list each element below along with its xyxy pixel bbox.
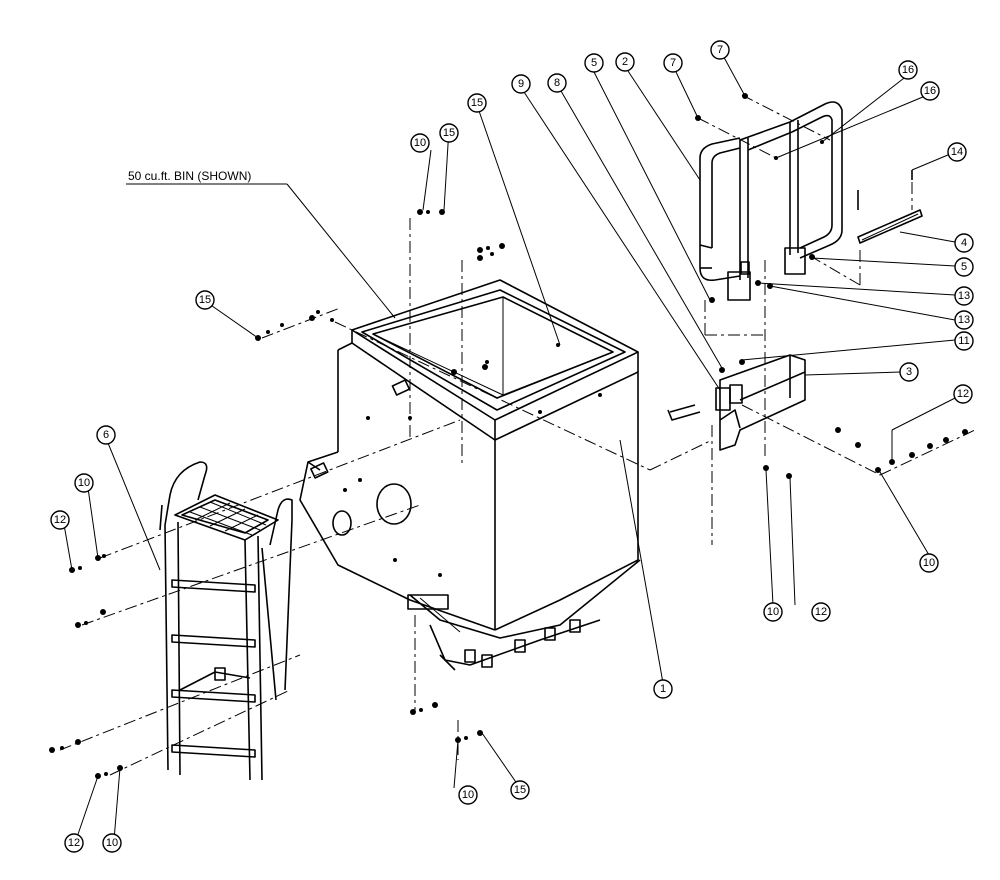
balloon-9: 9 [511, 74, 531, 94]
svg-text:10: 10 [767, 606, 779, 618]
balloon-12-right-lower: 12 [811, 602, 831, 622]
svg-text:9: 9 [518, 78, 524, 90]
svg-text:5: 5 [591, 57, 597, 69]
balloon-10-top: 10 [410, 133, 430, 153]
svg-text:15: 15 [514, 784, 526, 796]
svg-text:10: 10 [923, 557, 935, 569]
balloon-10-right-lower: 10 [763, 602, 783, 622]
svg-text:13: 13 [958, 290, 970, 302]
balloon-5a: 5 [584, 53, 604, 73]
balloon-15-bottom: 15 [510, 780, 530, 800]
svg-text:16: 16 [902, 64, 914, 76]
ladder [159, 461, 293, 781]
svg-text:14: 14 [951, 146, 963, 158]
balloon-2: 2 [615, 52, 635, 72]
balloon-7a: 7 [663, 53, 683, 73]
svg-text:4: 4 [961, 237, 967, 249]
svg-text:16: 16 [924, 85, 936, 97]
ladder-rungs [171, 579, 256, 758]
balloon-11: 11 [954, 331, 974, 351]
balloon-3: 3 [899, 362, 919, 382]
callout-balloons: 1 2 3 4 5 5 6 7 7 8 9 10 10 10 10 10 10 … [50, 40, 974, 853]
balloon-10-right: 10 [919, 553, 939, 573]
top-handrail [699, 101, 843, 301]
mount-bracket [667, 354, 806, 451]
balloon-4: 4 [954, 233, 974, 253]
svg-text:1: 1 [660, 683, 666, 695]
balloon-15-top: 15 [439, 123, 459, 143]
svg-text:12: 12 [68, 837, 80, 849]
svg-text:10: 10 [414, 137, 426, 149]
balloon-14: 14 [947, 142, 967, 162]
svg-text:15: 15 [443, 127, 455, 139]
balloon-10-left: 10 [74, 473, 94, 493]
bin-body [299, 279, 641, 671]
bottom-feet [439, 619, 581, 671]
svg-text:15: 15 [471, 97, 483, 109]
svg-text:5: 5 [961, 261, 967, 273]
balloon-12-ladder: 12 [64, 833, 84, 853]
svg-text:10: 10 [106, 837, 118, 849]
balloon-16a: 16 [898, 60, 918, 80]
svg-text:2: 2 [622, 56, 628, 68]
strip-part-4 [857, 209, 923, 244]
svg-text:7: 7 [717, 44, 723, 56]
balloon-16b: 16 [920, 81, 940, 101]
caption: 50 cu.ft. BIN (SHOWN) [126, 169, 396, 319]
svg-text:3: 3 [906, 366, 912, 378]
svg-text:13: 13 [958, 314, 970, 326]
balloon-5b: 5 [954, 257, 974, 277]
balloon-13a: 13 [954, 286, 974, 306]
svg-text:10: 10 [462, 789, 474, 801]
balloon-15-center: 15 [467, 93, 487, 113]
svg-text:6: 6 [103, 429, 109, 441]
balloon-10-bottom: 10 [458, 785, 478, 805]
balloon-7b: 7 [710, 40, 730, 60]
balloon-6: 6 [96, 425, 116, 445]
assembly-centerlines [59, 94, 976, 776]
balloon-13b: 13 [954, 310, 974, 330]
svg-text:15: 15 [199, 294, 211, 306]
svg-text:11: 11 [958, 335, 969, 347]
svg-text:12: 12 [957, 388, 969, 400]
caption-text: 50 cu.ft. BIN (SHOWN) [128, 169, 251, 183]
balloon-1: 1 [653, 679, 673, 699]
svg-text:7: 7 [670, 57, 676, 69]
svg-text:12: 12 [815, 606, 827, 618]
balloon-10-ladder: 10 [102, 833, 122, 853]
svg-text:10: 10 [78, 477, 90, 489]
svg-text:12: 12 [54, 514, 66, 526]
balloon-8: 8 [547, 73, 567, 93]
balloon-12-right: 12 [953, 384, 973, 404]
balloon-15-left: 15 [195, 290, 215, 310]
balloon-12-left: 12 [50, 510, 70, 530]
svg-text:8: 8 [554, 77, 560, 89]
